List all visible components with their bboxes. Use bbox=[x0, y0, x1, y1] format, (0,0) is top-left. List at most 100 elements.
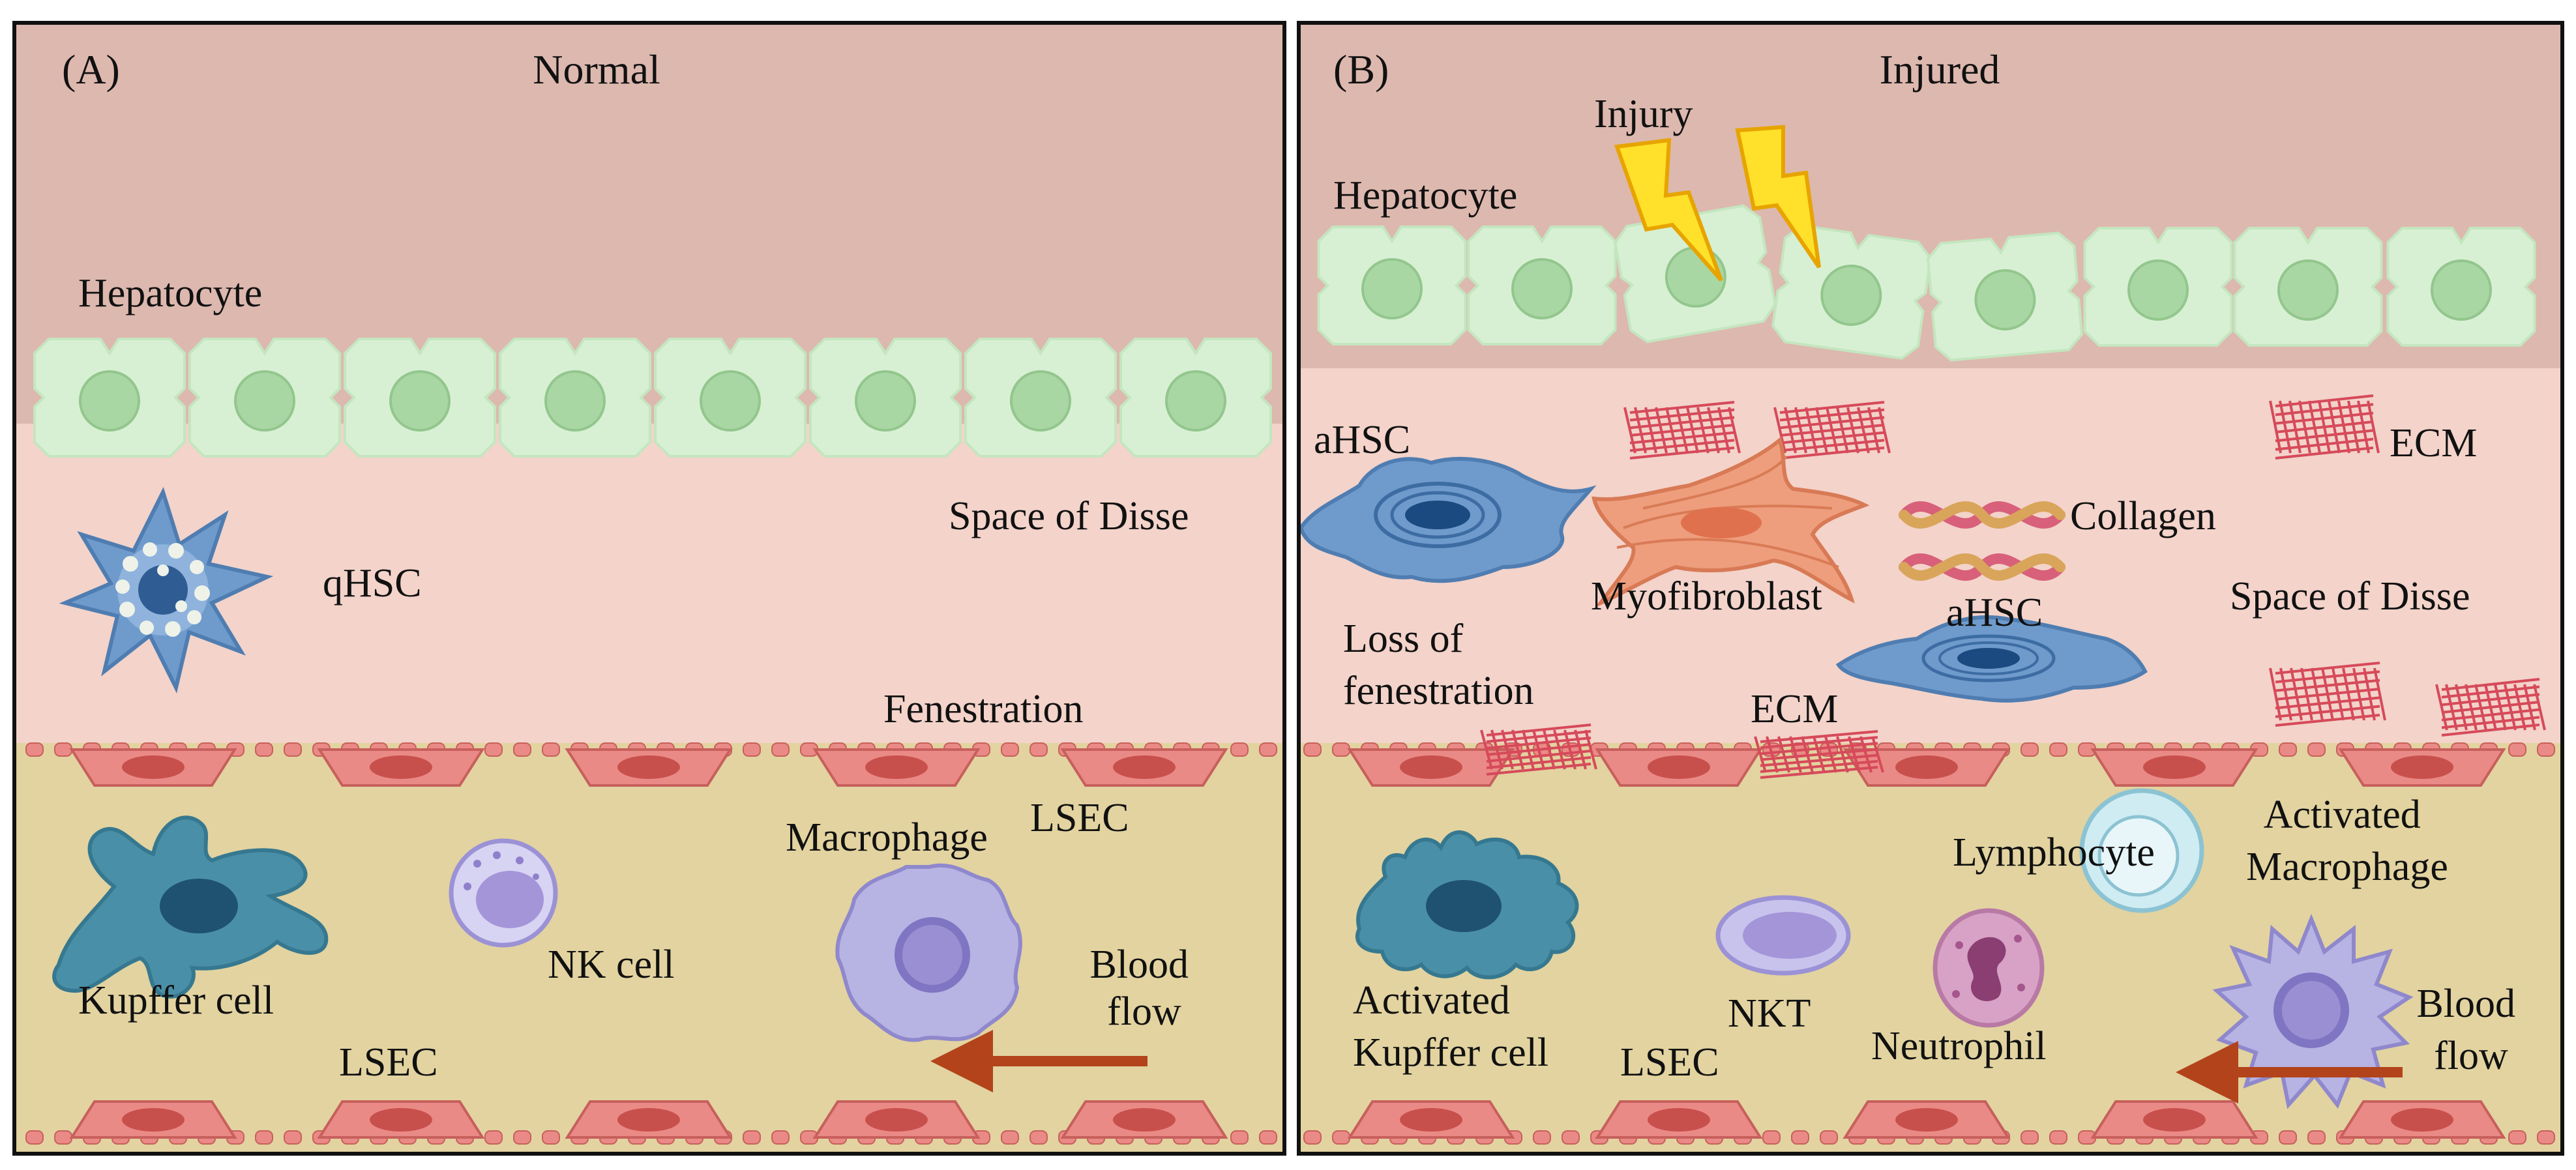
lsec-label-top: LSEC bbox=[1030, 796, 1129, 840]
lsec-fenestration-segment bbox=[54, 1130, 72, 1145]
lsec-nucleus bbox=[2391, 755, 2453, 779]
lsec-fenestration-segment bbox=[771, 742, 790, 757]
lsec-fenestration-segment bbox=[2049, 742, 2067, 757]
lsec-fenestration-segment bbox=[1791, 1130, 1809, 1145]
loss-of-fenestration-line-1: Loss of bbox=[1343, 617, 1464, 661]
panel-tag: (A) bbox=[62, 46, 120, 93]
lsec-fenestration-segment bbox=[1259, 1130, 1277, 1145]
ecm-patch bbox=[2435, 678, 2546, 737]
lsec-fenestration-segment bbox=[542, 742, 560, 757]
lsec-fenestration-segment bbox=[2021, 742, 2039, 757]
lsec-fenestration-segment bbox=[1332, 742, 1350, 757]
hepatocyte-row bbox=[1317, 204, 2536, 362]
lsec-fenestration-segment bbox=[2508, 742, 2526, 757]
lsec-label-bottom: LSEC bbox=[339, 1040, 438, 1085]
lsec-fenestration-segment bbox=[2537, 1130, 2555, 1145]
ahsc-cell bbox=[1299, 456, 1597, 583]
lsec-fenestration-segment bbox=[2021, 1130, 2039, 1145]
hepatocyte-nucleus bbox=[2127, 259, 2189, 321]
lsec-fenestration-segment bbox=[1303, 1130, 1322, 1145]
hepatocyte-row bbox=[33, 338, 1272, 458]
hepatocyte-cell bbox=[1467, 226, 1617, 345]
lsec-fenestration-segment bbox=[1230, 1130, 1249, 1145]
hepatocyte-nucleus bbox=[1974, 269, 2036, 330]
lsec-fenestration-segment bbox=[1533, 1130, 1551, 1145]
lsec-fenestration-segment bbox=[2279, 742, 2297, 757]
panel-tag: (B) bbox=[1333, 46, 1389, 93]
qhsc-cell bbox=[59, 487, 274, 694]
ecm-patch bbox=[1623, 401, 1741, 460]
kupffer-cell-label: Kupffer cell bbox=[78, 978, 274, 1023]
macrophage-label: Macrophage bbox=[786, 815, 988, 860]
neutrophil-label: Neutrophil bbox=[1871, 1024, 2047, 1068]
space-of-disse-label: Space of Disse bbox=[2230, 574, 2470, 619]
ecm-deposits bbox=[1480, 394, 2546, 779]
space-of-disse-label: Space of Disse bbox=[949, 494, 1189, 538]
lsec-nucleus bbox=[1648, 755, 1710, 779]
activated-kupffer-cell-label: Activated Kupffer cell bbox=[1353, 978, 1548, 1075]
blood-flow-line-2: flow bbox=[1107, 989, 1181, 1034]
ecm-patch bbox=[1754, 730, 1884, 779]
kupffer-cell bbox=[52, 815, 329, 999]
lsec-nucleus bbox=[122, 1108, 185, 1132]
ecm-label: ECM bbox=[1751, 687, 1838, 731]
lsec-fenestration-segment bbox=[2307, 1130, 2326, 1145]
fenestration-label: Fenestration bbox=[883, 687, 1084, 731]
lsec-fenestration-segment bbox=[771, 1130, 790, 1145]
lsec-fenestration-segment bbox=[513, 1130, 531, 1145]
ecm-patch bbox=[1773, 401, 1891, 460]
lsec-lining-bottom bbox=[1303, 1100, 2555, 1145]
hepatocyte-nucleus bbox=[234, 370, 295, 431]
lsec-fenestration-segment bbox=[2279, 1130, 2297, 1145]
lsec-nucleus bbox=[2143, 1108, 2206, 1132]
activated-macrophage-cell bbox=[2212, 913, 2414, 1109]
hepatocyte-cell bbox=[2083, 227, 2233, 347]
panel-normal: (A) Normal Hepatocyte Space of Disse qHS… bbox=[14, 23, 1284, 1154]
hepatocyte-cell bbox=[1119, 338, 1272, 458]
nkt-cell bbox=[1715, 895, 1851, 976]
lsec-nucleus bbox=[617, 1108, 680, 1132]
hepatocyte-nucleus bbox=[700, 370, 761, 431]
lsec-label: LSEC bbox=[1620, 1040, 1719, 1085]
lymphocyte-cell bbox=[2079, 788, 2204, 913]
ecm-patch bbox=[2269, 662, 2386, 727]
activated-kupffer-line-2: Kupffer cell bbox=[1353, 1031, 1548, 1075]
injury-bolt-icon bbox=[1614, 138, 1723, 282]
lsec-nucleus bbox=[617, 755, 680, 779]
activated-macrophage-line-1: Activated bbox=[2264, 793, 2421, 837]
myofibroblast-label: Myofibroblast bbox=[1591, 574, 1822, 619]
activated-kupffer-cell bbox=[1355, 830, 1579, 980]
lsec-fenestration-segment bbox=[1332, 1130, 1350, 1145]
loss-of-fenestration-label: Loss of fenestration bbox=[1343, 617, 1534, 713]
lsec-nucleus bbox=[1648, 1108, 1710, 1132]
hepatocyte-cell bbox=[33, 338, 186, 458]
neutrophil-cell bbox=[1932, 908, 2045, 1028]
nk-cell bbox=[449, 838, 558, 948]
loss-of-fenestration-line-2: fenestration bbox=[1343, 669, 1534, 713]
panel-title: Injured bbox=[1880, 46, 2000, 93]
lsec-fenestration-segment bbox=[1029, 1130, 1048, 1145]
lsec-fenestration-segment bbox=[284, 742, 302, 757]
blood-flow-line-2: flow bbox=[2434, 1034, 2508, 1078]
hepatocyte-cell bbox=[2386, 227, 2536, 347]
hepatocyte-cell bbox=[499, 338, 651, 458]
nk-cell-label: NK cell bbox=[548, 943, 675, 987]
ecm-label: ECM bbox=[2390, 421, 2477, 465]
blood-flow-line-1: Blood bbox=[2416, 982, 2515, 1026]
hepatocyte-nucleus bbox=[1010, 370, 1071, 431]
hepatocyte-nucleus bbox=[1511, 258, 1573, 319]
hepatocyte-nucleus bbox=[1361, 258, 1423, 319]
lsec-fenestration-segment bbox=[2537, 742, 2555, 757]
activated-macrophage-line-2: Macrophage bbox=[2246, 845, 2448, 889]
lsec-fenestration-segment bbox=[2049, 1130, 2067, 1145]
hepatocyte-cell bbox=[654, 338, 807, 458]
lsec-fenestration-segment bbox=[255, 1130, 273, 1145]
lsec-fenestration-segment bbox=[542, 1130, 560, 1145]
lsec-lining-top bbox=[1303, 742, 2555, 787]
hepatocyte-nucleus bbox=[2277, 259, 2339, 321]
lsec-fenestration-segment bbox=[25, 742, 44, 757]
lsec-fenestration-segment bbox=[484, 1130, 503, 1145]
lsec-fenestration-segment bbox=[1259, 742, 1277, 757]
hepatocyte-cell bbox=[1926, 231, 2084, 362]
